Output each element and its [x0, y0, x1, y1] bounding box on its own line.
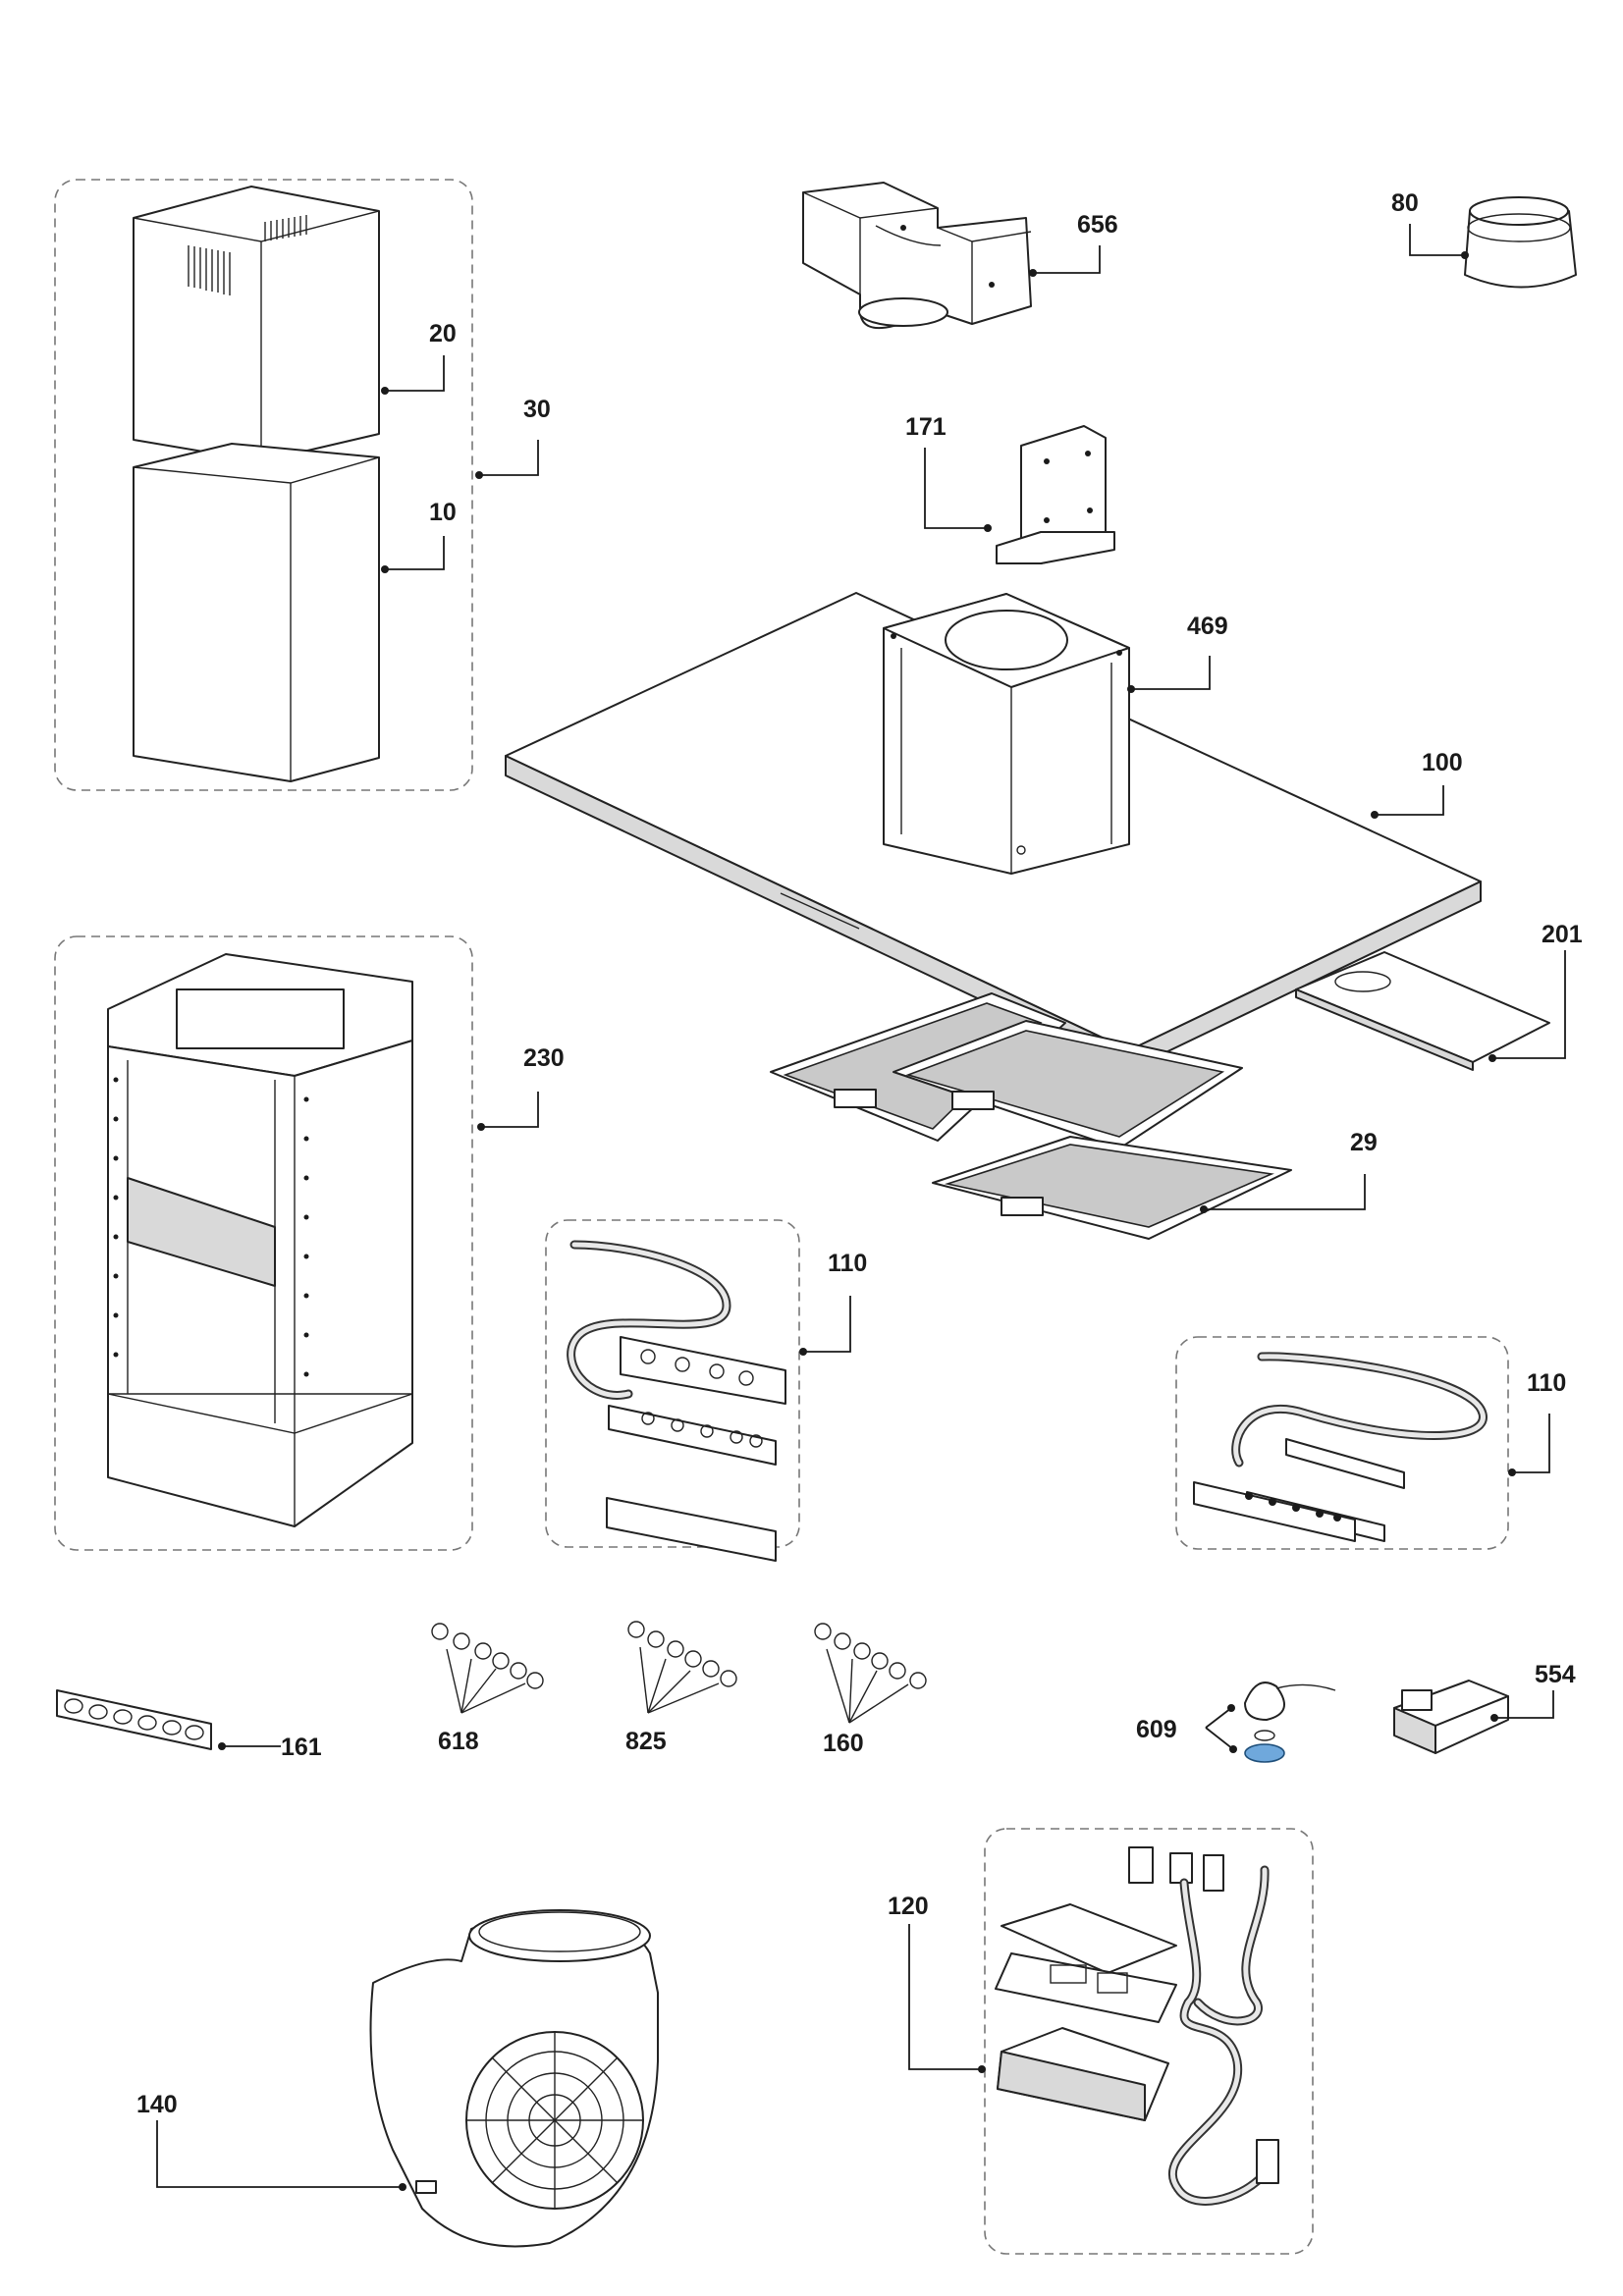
part-mounting-bracket: [996, 425, 1115, 564]
callout-20: 20: [429, 320, 457, 347]
callout-230: 230: [523, 1044, 565, 1072]
callout-80: 80: [1391, 189, 1419, 217]
callout-labels: 656 80 20 30 10 171 469 100 201 230 29 1…: [136, 189, 1583, 2118]
callout-140: 140: [136, 2091, 178, 2118]
callout-554: 554: [1535, 1661, 1576, 1688]
part-chimney-upper-cover: [133, 186, 380, 462]
callout-29: 29: [1350, 1129, 1378, 1156]
group-frame-control-panel-b: [1175, 1336, 1509, 1550]
part-chimney-lower-cover: [133, 443, 380, 782]
part-knob-bezel-161: [56, 1689, 212, 1750]
group-frame-chimney-support: [54, 935, 473, 1551]
group-frame-control-panel-a: [545, 1219, 800, 1548]
part-collar-ring: [1464, 196, 1577, 289]
part-grease-filter-2: [893, 1020, 1243, 1149]
part-chimney-support-frame: [107, 953, 413, 1527]
callout-120: 120: [888, 1893, 929, 1920]
callout-161: 161: [281, 1734, 322, 1761]
part-grease-filter-3: [932, 1136, 1292, 1240]
part-control-panel-a: [567, 1240, 786, 1562]
callout-100: 100: [1422, 749, 1463, 776]
part-knob-set-618: [431, 1623, 544, 1714]
callout-30: 30: [523, 396, 551, 423]
part-knob-set-160: [814, 1623, 927, 1724]
part-fan-motor-blower: [369, 1909, 659, 2248]
callout-618: 618: [438, 1728, 479, 1755]
callout-609: 609: [1136, 1716, 1177, 1743]
callout-110-b: 110: [1527, 1369, 1566, 1397]
part-knob-set-825: [627, 1621, 737, 1714]
group-frame-electronics: [984, 1828, 1314, 2255]
callout-160: 160: [823, 1730, 864, 1757]
group-frame-chimney: [54, 179, 473, 791]
callout-201: 201: [1542, 921, 1583, 948]
part-front-trim: [1295, 951, 1550, 1071]
leader-lines: [156, 224, 1566, 2191]
part-motor-housing: [883, 593, 1130, 875]
callout-10: 10: [429, 499, 457, 526]
part-control-panel-b: [1193, 1352, 1488, 1542]
part-duct-adapter: [802, 182, 1032, 330]
callout-171: 171: [905, 413, 947, 441]
callout-825: 825: [625, 1728, 667, 1755]
callout-656: 656: [1077, 211, 1118, 239]
lamp-glass-cover: [1244, 1743, 1285, 1763]
part-electronics-kit: [995, 1846, 1279, 2206]
callout-110-a: 110: [828, 1250, 867, 1277]
callout-469: 469: [1187, 613, 1228, 640]
part-lamp-609: [1244, 1682, 1336, 1763]
part-transformer-554: [1393, 1680, 1509, 1754]
